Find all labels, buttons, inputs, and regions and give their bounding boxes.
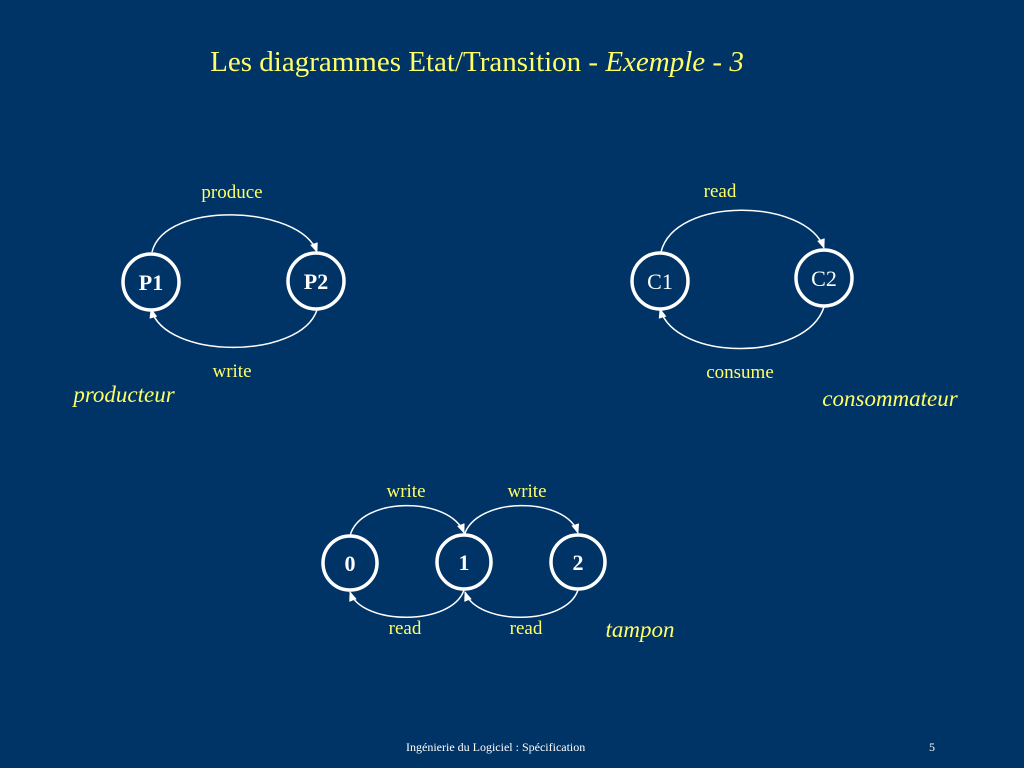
title-main: Les diagrammes Etat/Transition - xyxy=(210,46,606,78)
slide-title: Les diagrammes Etat/Transition - Exemple… xyxy=(0,46,954,79)
state-node-p1 xyxy=(121,252,181,312)
transition-label-consume: consume xyxy=(706,362,774,383)
footer-text: Ingénierie du Logiciel : Spécification xyxy=(406,740,586,754)
transition-arrow-write-1-2 xyxy=(463,504,580,537)
transition-label-produce: produce xyxy=(201,182,262,203)
page-number: 5 xyxy=(929,740,935,754)
state-node-2 xyxy=(549,533,607,591)
state-label-1: 1 xyxy=(459,550,470,575)
state-node-1 xyxy=(435,533,493,591)
transition-arrow-produce xyxy=(151,214,318,253)
caption-producteur: producteur xyxy=(71,382,175,407)
transition-label-write-0-1: write xyxy=(386,481,425,502)
state-label-p1: P1 xyxy=(139,270,163,295)
transition-label-read-1-0: read xyxy=(389,618,422,639)
state-node-c2 xyxy=(794,248,854,308)
transition-label-read: read xyxy=(704,181,737,202)
caption-tampon: tampon xyxy=(606,617,675,642)
state-label-c2: C2 xyxy=(811,266,837,291)
transition-arrow-read-1-0 xyxy=(349,589,465,618)
transition-arrow-write-0-1 xyxy=(349,504,465,537)
state-label-2: 2 xyxy=(573,550,584,575)
state-label-0: 0 xyxy=(345,551,356,576)
state-label-p2: P2 xyxy=(304,269,328,294)
state-label-c1: C1 xyxy=(647,269,673,294)
consommateur-diagram: read consume C1 C2 consommateur xyxy=(630,181,959,411)
transition-label-write-1-2: write xyxy=(507,481,546,502)
state-node-0 xyxy=(321,534,379,592)
transition-arrow-write xyxy=(149,308,318,349)
transition-label-write: write xyxy=(212,361,251,382)
transition-arrow-consume xyxy=(658,306,825,350)
transition-arrow-read xyxy=(660,209,825,253)
transition-arrow-read-2-1 xyxy=(464,589,579,618)
tampon-diagram: write write read read 0 1 2 tampon xyxy=(321,481,675,642)
state-node-p2 xyxy=(286,251,346,311)
state-node-c1 xyxy=(630,251,690,311)
producteur-diagram: produce write P1 P2 producteur xyxy=(71,182,346,407)
caption-consommateur: consommateur xyxy=(822,386,958,411)
transition-label-read-2-1: read xyxy=(510,618,543,639)
title-italic: Exemple - 3 xyxy=(605,46,744,78)
